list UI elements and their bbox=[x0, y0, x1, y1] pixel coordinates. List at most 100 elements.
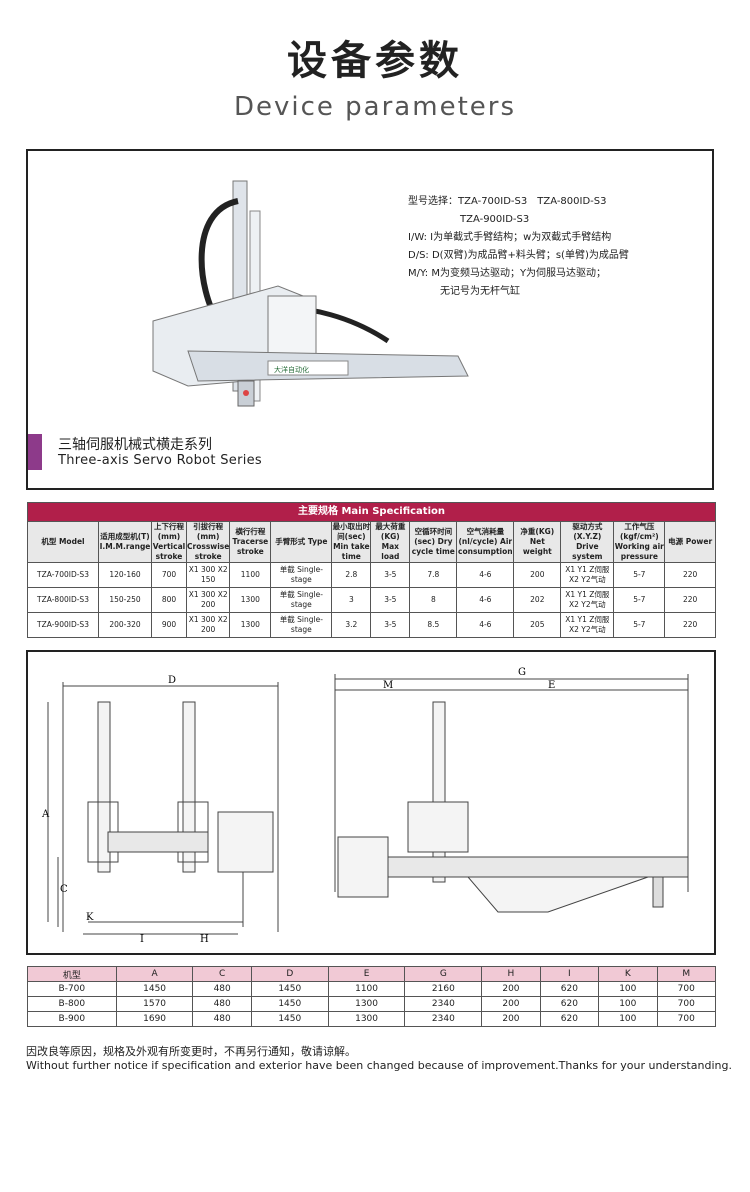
col-header: 驱动方式(X.Y.Z) Drive system bbox=[560, 521, 615, 563]
col-header: 空循环时间(sec) Dry cycle time bbox=[409, 521, 458, 563]
col-header: M bbox=[656, 966, 716, 982]
table-cell: 3-5 bbox=[370, 562, 411, 588]
page-subtitle: Device parameters bbox=[234, 92, 516, 122]
table-cell: 620 bbox=[539, 981, 600, 997]
table-cell: 单截 Single-stage bbox=[270, 587, 333, 613]
table-cell: 150-250 bbox=[98, 587, 152, 613]
col-header: 机型 bbox=[27, 966, 117, 982]
table-cell: 5-7 bbox=[613, 587, 666, 613]
table-cell: 1450 bbox=[250, 981, 329, 997]
dim-label: M bbox=[383, 680, 393, 691]
table-cell: 1100 bbox=[229, 562, 272, 588]
col-header: 机型 Model bbox=[27, 521, 99, 563]
table-cell: 1450 bbox=[115, 981, 194, 997]
col-header: D bbox=[250, 966, 329, 982]
table-cell: 5-7 bbox=[613, 562, 666, 588]
table-cell: 2340 bbox=[404, 996, 483, 1012]
series-label: 三轴伺服机械式横走系列 Three-axis Servo Robot Serie… bbox=[28, 434, 328, 470]
col-header: 手臂形式 Type bbox=[270, 521, 333, 563]
robot-illustration: 大洋自动化 bbox=[152, 180, 469, 407]
table-cell: 700 bbox=[656, 981, 716, 997]
accent-bar bbox=[28, 434, 42, 470]
dim-label: K bbox=[86, 912, 94, 923]
table-cell: 4-6 bbox=[456, 587, 515, 613]
table-cell: 1300 bbox=[327, 996, 406, 1012]
table-cell: 480 bbox=[192, 1011, 252, 1027]
col-header: 上下行程(mm) Vertical stroke bbox=[151, 521, 187, 563]
table-cell: TZA-700ID-S3 bbox=[27, 562, 99, 588]
table-cell: 700 bbox=[656, 1011, 716, 1027]
table-cell: 620 bbox=[539, 996, 600, 1012]
dim-label: I bbox=[140, 934, 144, 945]
footer-note-cn: 因改良等原因，规格及外观有所变更时，不再另行通知，敬请谅解。 bbox=[26, 1045, 356, 1058]
footer-note-en: Without further notice if specification … bbox=[26, 1059, 732, 1072]
col-header: 空气消耗量(nl/cycle) Air consumption bbox=[456, 521, 515, 563]
table-cell: 5-7 bbox=[613, 612, 666, 638]
col-header: 横行行程 Tracerse stroke bbox=[229, 521, 272, 563]
model-notes: 型号选择：TZA-700ID-S3 TZA-800ID-S3 TZA-900ID… bbox=[408, 193, 629, 301]
table-cell: 700 bbox=[151, 562, 187, 588]
series-title-en: Three-axis Servo Robot Series bbox=[58, 453, 262, 468]
col-header: E bbox=[327, 966, 406, 982]
table-cell: 220 bbox=[664, 562, 716, 588]
col-header: 净重(KG) Net weight bbox=[513, 521, 562, 563]
spec-table-title: 主要规格 Main Specification bbox=[27, 502, 716, 522]
table-cell: 1100 bbox=[327, 981, 406, 997]
table-cell: 120-160 bbox=[98, 562, 152, 588]
table-cell: 202 bbox=[513, 587, 562, 613]
product-panel: 大洋自动化 型号选择：TZA-700ID-S3 TZA-800ID-S3 TZA… bbox=[26, 149, 714, 490]
table-cell: 205 bbox=[513, 612, 562, 638]
col-header: 最小取出时间(sec) Min take time bbox=[331, 521, 372, 563]
col-header: 电源 Power bbox=[664, 521, 716, 563]
dim-label: H bbox=[200, 934, 209, 945]
table-cell: X1 Y1 Z伺服 X2 Y2气动 bbox=[560, 612, 615, 638]
dim-label: D bbox=[168, 675, 176, 686]
series-title-cn: 三轴伺服机械式横走系列 bbox=[58, 437, 212, 453]
table-cell: X1 Y1 Z伺服 X2 Y2气动 bbox=[560, 587, 615, 613]
table-cell: 700 bbox=[656, 996, 716, 1012]
table-cell: 1570 bbox=[115, 996, 194, 1012]
spec-header-row: 机型 Model 适用成型机(T) I.M.M.range 上下行程(mm) V… bbox=[27, 521, 716, 563]
dim-label: G bbox=[518, 667, 526, 678]
table-cell: 8.5 bbox=[409, 612, 458, 638]
table-cell: 100 bbox=[598, 996, 658, 1012]
spec-table: 主要规格 Main Specification 机型 Model 适用成型机(T… bbox=[27, 502, 716, 638]
col-header: 工作气压(kgf/cm²) Working air pressure bbox=[613, 521, 666, 563]
col-header: 引拔行程(mm) Crosswise stroke bbox=[185, 521, 231, 563]
col-header: C bbox=[192, 966, 252, 982]
dim-label: A bbox=[41, 809, 50, 820]
table-cell: 900 bbox=[151, 612, 187, 638]
table-cell: 3 bbox=[331, 587, 372, 613]
drawing-panel: D A C K I H G M E bbox=[26, 650, 716, 955]
table-cell: 200 bbox=[481, 1011, 541, 1027]
table-cell: 100 bbox=[598, 1011, 658, 1027]
table-cell: 单截 Single-stage bbox=[270, 562, 333, 588]
table-cell: 200 bbox=[513, 562, 562, 588]
table-cell: 480 bbox=[192, 981, 252, 997]
table-cell: X1 Y1 Z伺服 X2 Y2气动 bbox=[560, 562, 615, 588]
col-header: G bbox=[404, 966, 483, 982]
table-cell: 单截 Single-stage bbox=[270, 612, 333, 638]
table-cell: 3-5 bbox=[370, 587, 411, 613]
table-cell: B-900 bbox=[27, 1011, 117, 1027]
table-cell: 3-5 bbox=[370, 612, 411, 638]
robot-logo: 大洋自动化 bbox=[274, 365, 309, 374]
table-cell: 4-6 bbox=[456, 612, 515, 638]
table-cell: 480 bbox=[192, 996, 252, 1012]
table-cell: 220 bbox=[664, 612, 716, 638]
note-line: I/W: I为单截式手臂结构；w为双截式手臂结构 bbox=[408, 232, 612, 243]
table-cell: B-700 bbox=[27, 981, 117, 997]
table-cell: 7.8 bbox=[409, 562, 458, 588]
table-cell: 3.2 bbox=[331, 612, 372, 638]
note-line: M/Y: M为变频马达驱动；Y为伺服马达驱动； bbox=[408, 268, 607, 279]
table-cell: 1450 bbox=[250, 1011, 329, 1027]
dim-label: C bbox=[60, 884, 68, 895]
page-title: 设备参数 bbox=[287, 38, 463, 84]
table-cell: X1 300 X2 200 bbox=[185, 587, 231, 613]
table-cell: 2160 bbox=[404, 981, 483, 997]
table-cell: 100 bbox=[598, 981, 658, 997]
